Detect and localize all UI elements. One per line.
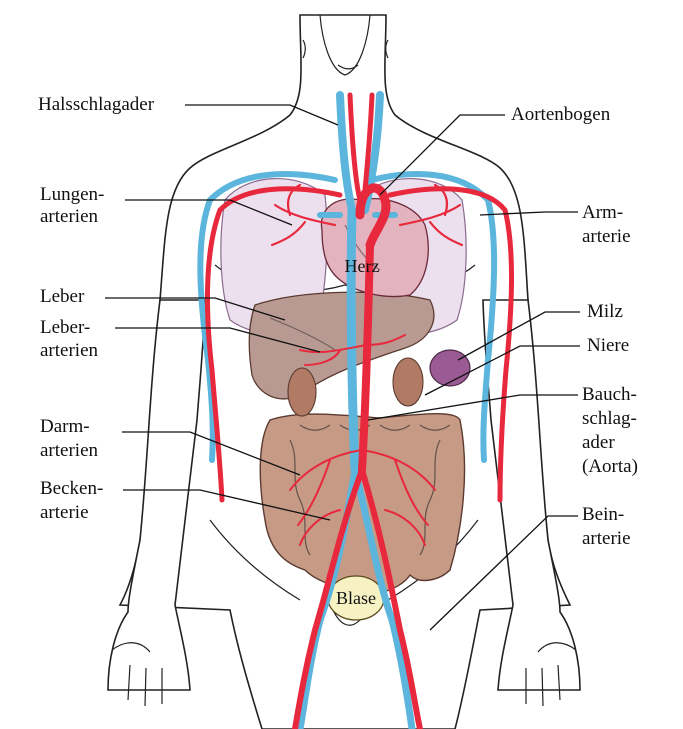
label-bauchschlagader-4: (Aorta): [582, 456, 638, 477]
label-leber: Leber: [40, 286, 85, 307]
label-niere: Niere: [587, 335, 629, 356]
label-leberarterien-1: Leber-: [40, 317, 90, 338]
label-beckenarterie-1: Becken-: [40, 478, 103, 499]
label-bauchschlagader-1: Bauch-: [582, 384, 637, 405]
label-beinarterie-1: Bein-: [582, 504, 624, 525]
label-milz: Milz: [587, 301, 623, 322]
label-bauchschlagader-2: schlag-: [582, 408, 637, 429]
label-beinarterie-2: arterie: [582, 528, 631, 549]
label-lungenarterien-1: Lungen-: [40, 184, 104, 205]
heart-label: Herz: [345, 256, 380, 276]
label-bauchschlagader-3: ader: [582, 432, 615, 453]
label-darmarterien-1: Darm-: [40, 416, 90, 437]
label-beckenarterie-2: arterie: [40, 502, 89, 523]
label-leberarterien-2: arterien: [40, 340, 99, 361]
label-darmarterien-2: arterien: [40, 440, 99, 461]
label-halsschlagader: Halsschlagader: [38, 94, 155, 115]
label-lungenarterien-2: arterien: [40, 206, 99, 227]
spleen: [430, 350, 470, 386]
label-armarterie-1: Arm-: [582, 202, 623, 223]
label-armarterie-2: arterie: [582, 226, 631, 247]
bladder-label: Blase: [336, 588, 376, 608]
label-aortenbogen: Aortenbogen: [511, 104, 611, 125]
